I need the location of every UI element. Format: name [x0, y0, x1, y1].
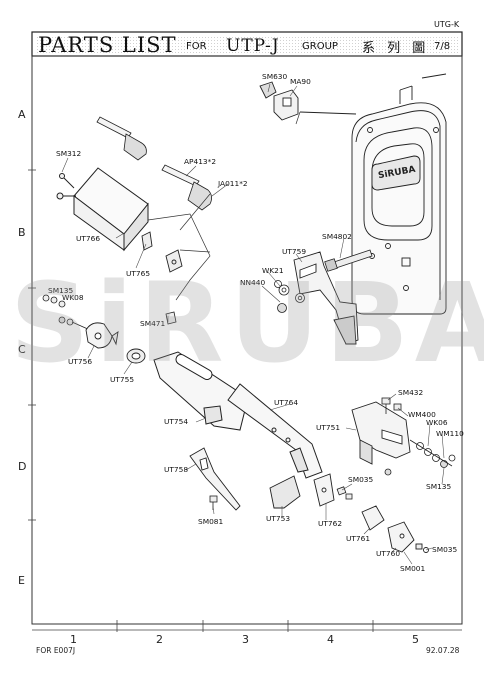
linkage-lines — [147, 111, 301, 301]
part-ut761-shape — [361, 505, 385, 531]
label-ut764: UT764 — [274, 398, 299, 407]
washers-mid — [274, 280, 305, 313]
label-ut765: UT765 — [126, 269, 151, 278]
label-sm001: SM001 — [400, 564, 426, 573]
part-ut760-shape — [387, 521, 429, 553]
grid-row-a: A — [18, 108, 26, 121]
label-ut760: UT760 — [376, 549, 401, 558]
header-model: UTP-J — [226, 36, 280, 56]
label-wm110: WM110 — [436, 429, 464, 438]
part-ut758-shape — [189, 447, 241, 511]
label-ut759: UT759 — [282, 247, 307, 256]
part-ma90-shape — [259, 81, 299, 121]
grid-col-1: 1 — [70, 633, 77, 646]
sheet-code: UTG-K — [434, 20, 460, 29]
label-sm630: SM630 — [262, 72, 288, 81]
label-sm135-right: SM135 — [426, 482, 452, 491]
label-nn440: NN440 — [240, 278, 266, 287]
part-ut759-shape — [293, 251, 359, 345]
grid-col-2: 2 — [156, 633, 163, 646]
label-sm312: SM312 — [56, 149, 82, 158]
part-sm471-shape — [165, 311, 177, 325]
label-wk08: WK08 — [62, 293, 84, 302]
header-page: 7/8 — [434, 41, 451, 52]
label-ut761: UT761 — [346, 534, 371, 543]
label-sm471: SM471 — [140, 319, 166, 328]
part-ut766-shape — [56, 167, 149, 252]
part-ut754-shape — [153, 351, 249, 431]
label-ut755: UT755 — [110, 375, 135, 384]
nameplate — [371, 155, 421, 191]
label-ja011: JA011*2 — [218, 179, 248, 188]
header-chinese: 系 列 圖 — [362, 41, 430, 56]
part-ut753-shape — [269, 475, 301, 509]
label-wk06: WK06 — [426, 418, 448, 427]
part-ut765-shape — [141, 231, 183, 273]
leader-lines — [61, 83, 445, 565]
footer-left: FOR E007J — [36, 646, 76, 655]
grid-col-5: 5 — [412, 633, 419, 646]
label-sm135-left: SM135 — [48, 286, 74, 295]
grid-ticks — [28, 169, 462, 632]
pins-top — [96, 116, 212, 211]
label-sm432: SM432 — [398, 388, 424, 397]
label-ut766: UT766 — [76, 234, 101, 243]
title-box-fill — [35, 35, 459, 53]
screws-left — [42, 294, 91, 331]
grid-col-3: 3 — [242, 633, 249, 646]
label-ut758: UT758 — [164, 465, 189, 474]
label-ap413: AP413*2 — [184, 157, 217, 166]
part-ut764-shape — [227, 383, 323, 479]
label-ma90: MA90 — [290, 77, 311, 86]
machine-head — [299, 73, 447, 315]
footer-right: 92.07.28 — [426, 646, 460, 655]
part-ut762-shape — [313, 473, 335, 507]
part-sm432-shape — [381, 397, 402, 414]
header-for: FOR — [186, 41, 207, 52]
label-ut756: UT756 — [68, 357, 93, 366]
part-ut751-shape — [351, 401, 411, 465]
label-wm400: WM400 — [408, 410, 436, 419]
grid-row-b: B — [18, 226, 26, 239]
label-wk21: WK21 — [262, 266, 284, 275]
label-ut751: UT751 — [316, 423, 341, 432]
grid-row-e: E — [18, 574, 25, 587]
part-sm4802-shape — [324, 249, 373, 272]
part-ut755-shape — [126, 348, 146, 364]
label-sm035-right: SM035 — [432, 545, 458, 554]
drawing-frame — [31, 55, 463, 625]
label-sm081: SM081 — [198, 517, 224, 526]
grid-col-4: 4 — [327, 633, 334, 646]
label-ut762: UT762 — [318, 519, 343, 528]
header-title: PARTS LIST — [38, 33, 177, 57]
label-ut754: UT754 — [164, 417, 189, 426]
grid-row-c: C — [18, 343, 26, 356]
label-ut753: UT753 — [266, 514, 291, 523]
label-sm4802: SM4802 — [322, 232, 352, 241]
label-sm035-mid: SM035 — [348, 475, 374, 484]
washers-right — [384, 439, 456, 476]
header-group: GROUP — [302, 41, 338, 52]
grid-row-d: D — [18, 460, 27, 473]
part-ut756-shape — [85, 322, 119, 349]
